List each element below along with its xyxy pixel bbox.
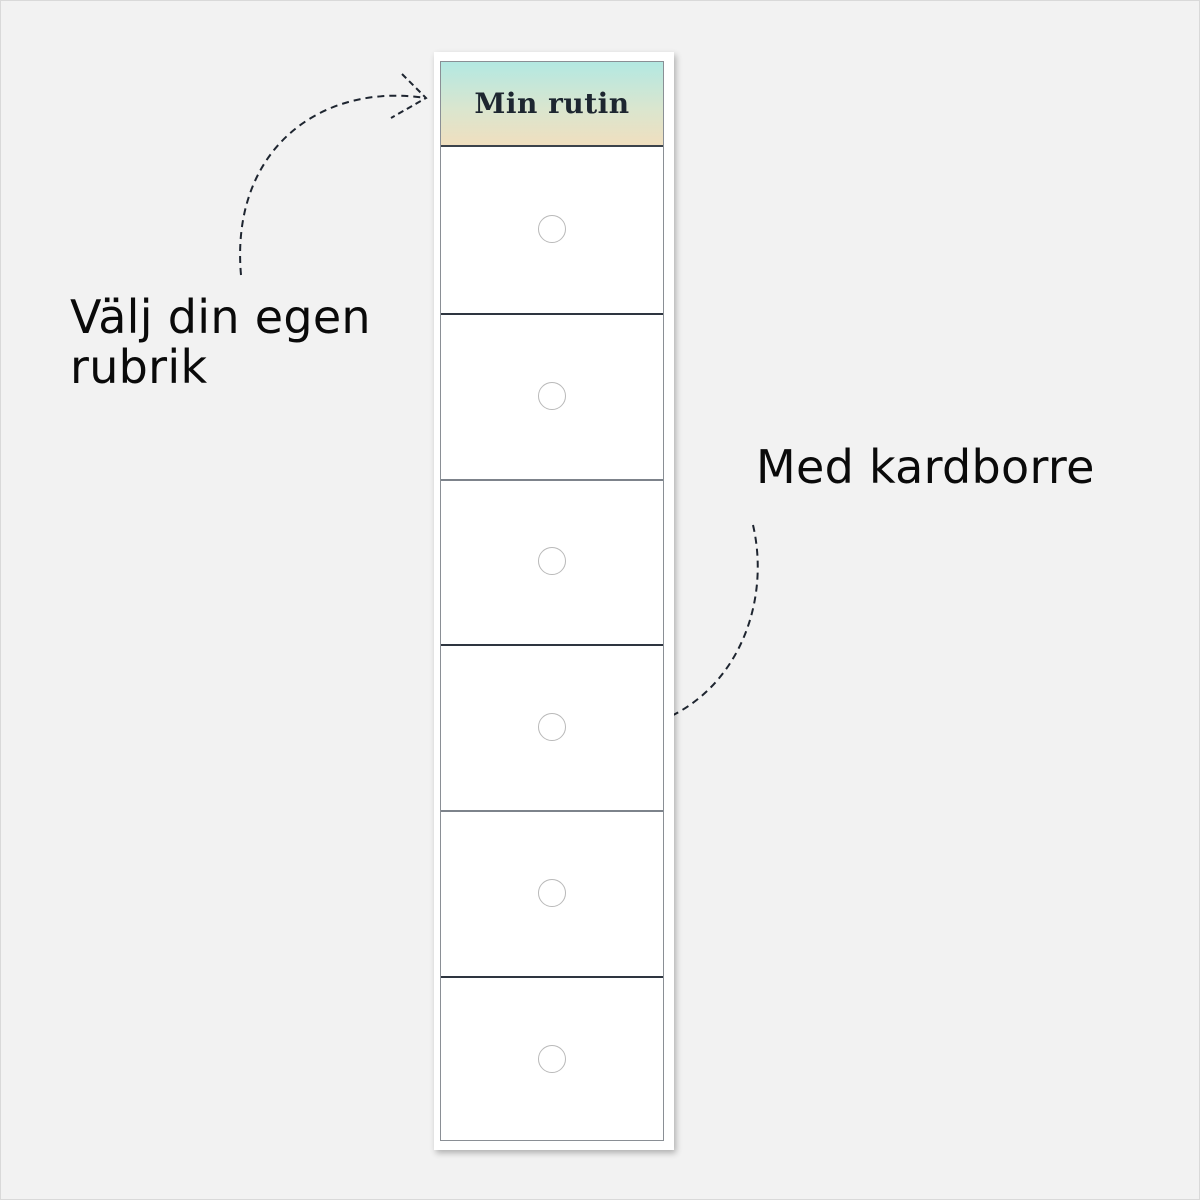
slot-divider — [441, 644, 663, 646]
slot-3 — [441, 479, 663, 644]
strip-header: Min rutin — [441, 62, 663, 147]
left-arrow-head-icon — [390, 73, 428, 119]
slot-6 — [441, 976, 663, 1140]
slot-1 — [441, 147, 663, 313]
velcro-dot-icon — [538, 382, 566, 410]
slot-divider — [441, 313, 663, 315]
slot-2 — [441, 313, 663, 479]
left-dashed-arrow-curve — [239, 94, 427, 276]
routine-strip-frame: Min rutin — [440, 61, 664, 1141]
slot-divider — [441, 976, 663, 978]
annotation-left-line1: Välj din egen — [70, 290, 371, 344]
velcro-dot-icon — [538, 1045, 566, 1073]
routine-strip: Min rutin — [434, 52, 674, 1150]
velcro-dot-icon — [538, 215, 566, 243]
annotation-velcro: Med kardborre — [756, 440, 1095, 494]
annotation-custom-title: Välj din egen rubrik — [70, 292, 430, 392]
slot-divider — [441, 479, 663, 481]
velcro-dot-icon — [538, 879, 566, 907]
slot-5 — [441, 810, 663, 976]
slot-divider — [441, 810, 663, 812]
strip-title: Min rutin — [474, 87, 630, 120]
velcro-dot-icon — [538, 547, 566, 575]
annotation-left-line2: rubrik — [70, 340, 208, 394]
velcro-dot-icon — [538, 713, 566, 741]
slot-4 — [441, 644, 663, 810]
